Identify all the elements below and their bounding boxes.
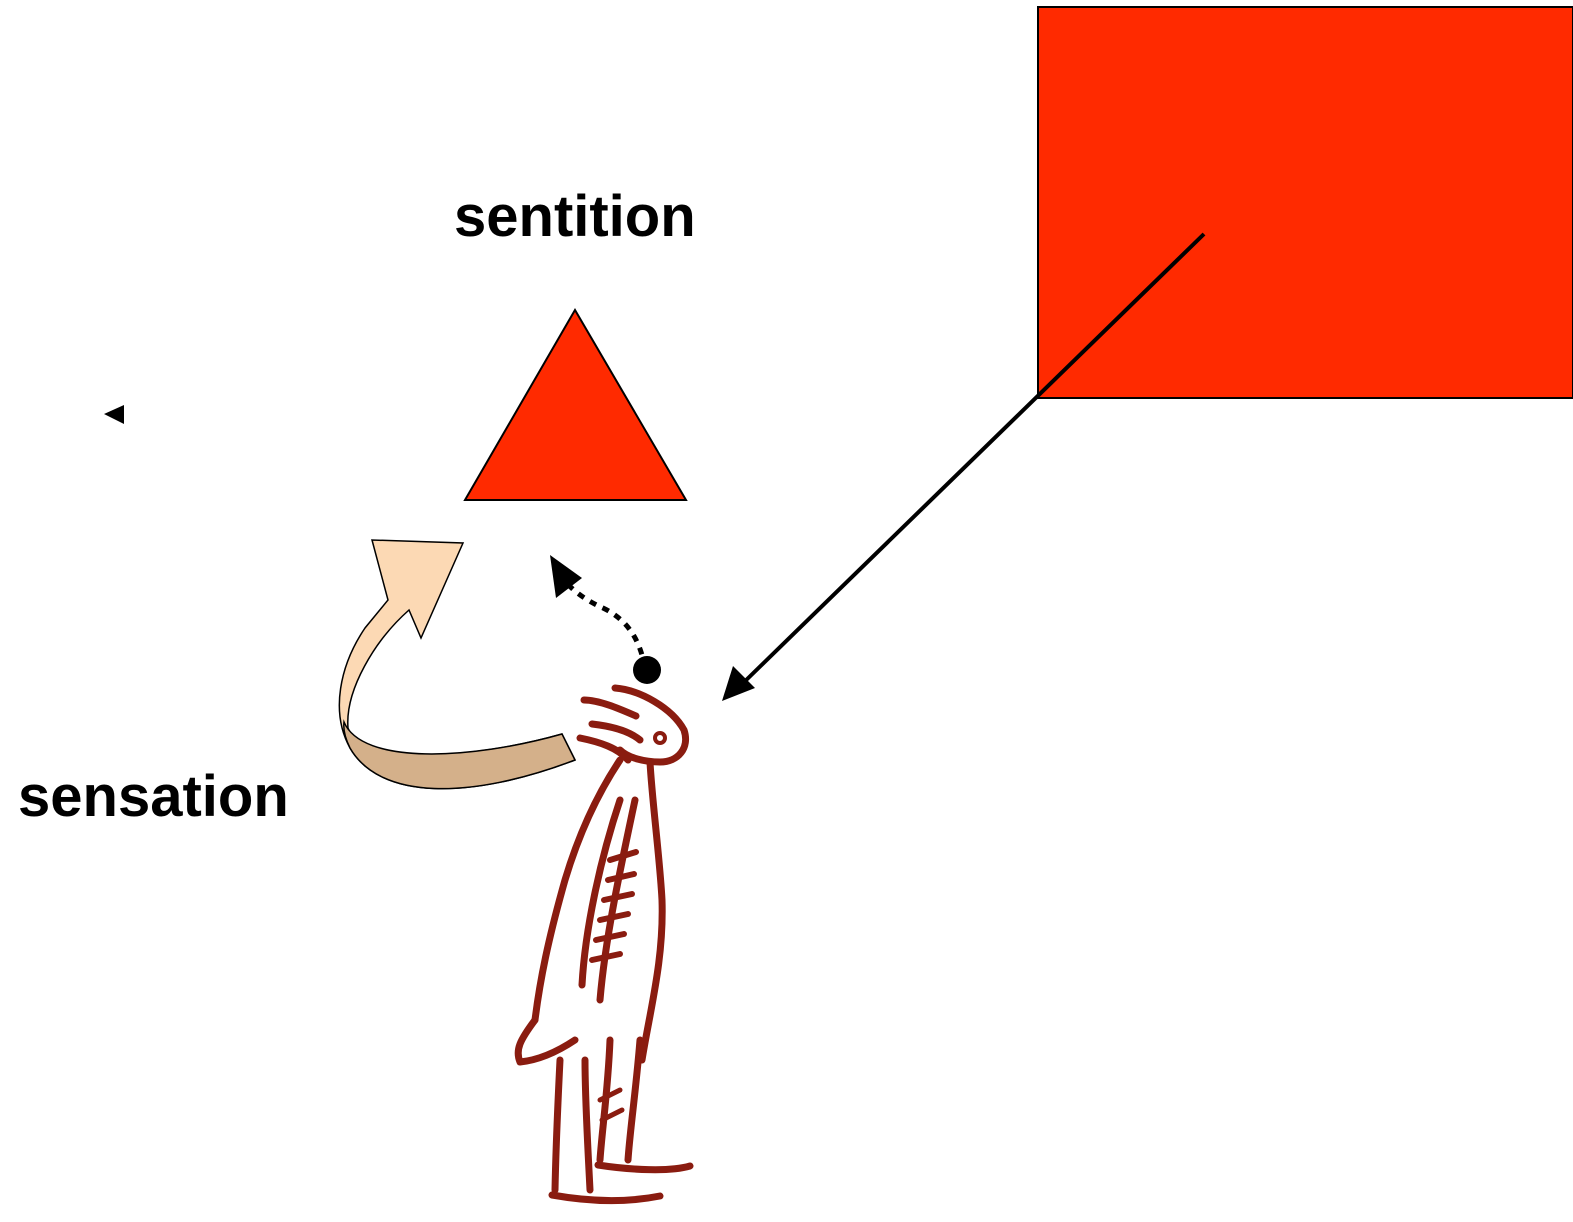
sensation-curved-arrow [338,539,577,790]
sentition-triangle [463,308,688,501]
standing-person-looking-up-icon [514,684,694,1205]
small-triangle-marker-icon [104,405,124,424]
sentition-label: sentition [454,184,696,249]
external-object-rectangle [1037,6,1573,399]
stimulus-arrow [736,232,1206,690]
sentition-dotted-arrow [550,555,661,684]
sensation-label: sensation [18,764,289,829]
stimulus-arrowhead [722,666,755,701]
